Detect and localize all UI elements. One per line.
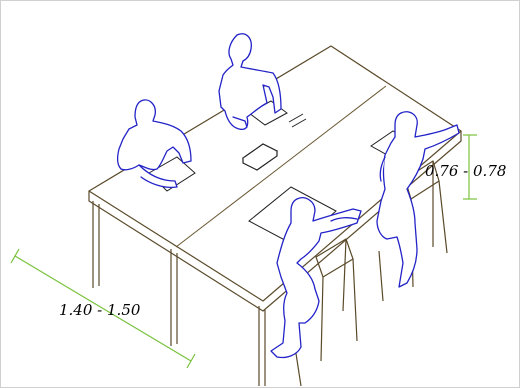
person-right-body (376, 111, 460, 288)
person-front-body (270, 197, 362, 359)
height-label: 0.76 - 0.78 (425, 162, 506, 180)
person-right-seated (376, 111, 460, 288)
length-line (14, 255, 192, 362)
person-left-seated (117, 99, 192, 189)
person-front-seated (270, 197, 362, 359)
chair-front-leg-3 (342, 238, 347, 312)
table-items (148, 100, 412, 247)
chair-front-leg-2 (352, 258, 358, 342)
meeting-table (88, 45, 462, 386)
dimension-height: 0.76 - 0.78 (425, 134, 506, 200)
box-side (242, 151, 278, 171)
person-right-arm (379, 156, 386, 182)
chair-right-leg-4 (378, 250, 384, 302)
pen-1 (288, 113, 304, 123)
length-tick-end (186, 353, 196, 369)
person-front-arm (330, 217, 358, 222)
chair-right-leg-2 (438, 180, 448, 254)
length-tick-start (10, 248, 20, 264)
person-back-seated (218, 33, 282, 131)
person-back-body (218, 33, 282, 131)
person-left-body (117, 99, 192, 171)
pen-2 (291, 118, 307, 128)
table-seam (175, 85, 387, 248)
chair-front-back (315, 238, 354, 278)
chair-front-leg-1 (320, 276, 324, 362)
table-edge (88, 131, 462, 312)
person-left-arm (138, 164, 178, 189)
dimension-length: 1.40 - 1.50 (10, 248, 196, 369)
person-back-arm (232, 116, 248, 128)
length-label: 1.40 - 1.50 (59, 301, 141, 319)
